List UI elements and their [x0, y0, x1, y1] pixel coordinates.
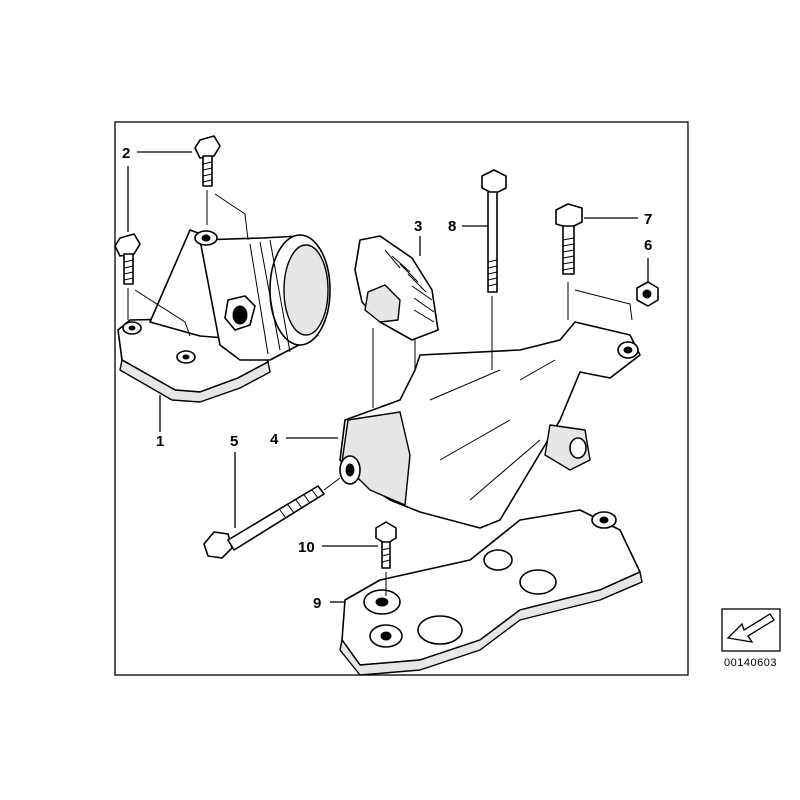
callout-3: 3	[414, 218, 422, 235]
part-6-nut	[636, 281, 659, 307]
callout-7: 7	[644, 211, 652, 228]
part-5-long-bolt	[203, 485, 325, 559]
part-2-bolt-upper	[194, 135, 221, 187]
direction-arrow-icon	[721, 608, 781, 652]
callout-1: 1	[156, 433, 164, 450]
diagram-border	[114, 121, 689, 676]
part-8-stud	[481, 169, 507, 293]
callout-5: 5	[230, 433, 238, 450]
part-4-bracket	[339, 321, 641, 529]
part-3-heat-shield	[354, 235, 439, 341]
part-9-carrier-plate	[339, 509, 643, 676]
callout-9: 9	[313, 595, 321, 612]
callout-4: 4	[270, 431, 279, 448]
part-10-small-bolt	[375, 521, 397, 569]
part-2-bolt-lower	[114, 233, 141, 285]
callout-8: 8	[448, 218, 456, 235]
part-number-label: 00140603	[724, 657, 777, 669]
callout-2: 2	[122, 145, 130, 162]
part-1-engine-mount	[117, 229, 331, 403]
callout-10: 10	[298, 539, 315, 556]
callout-6: 6	[644, 237, 652, 254]
part-7-bolt	[555, 203, 583, 275]
